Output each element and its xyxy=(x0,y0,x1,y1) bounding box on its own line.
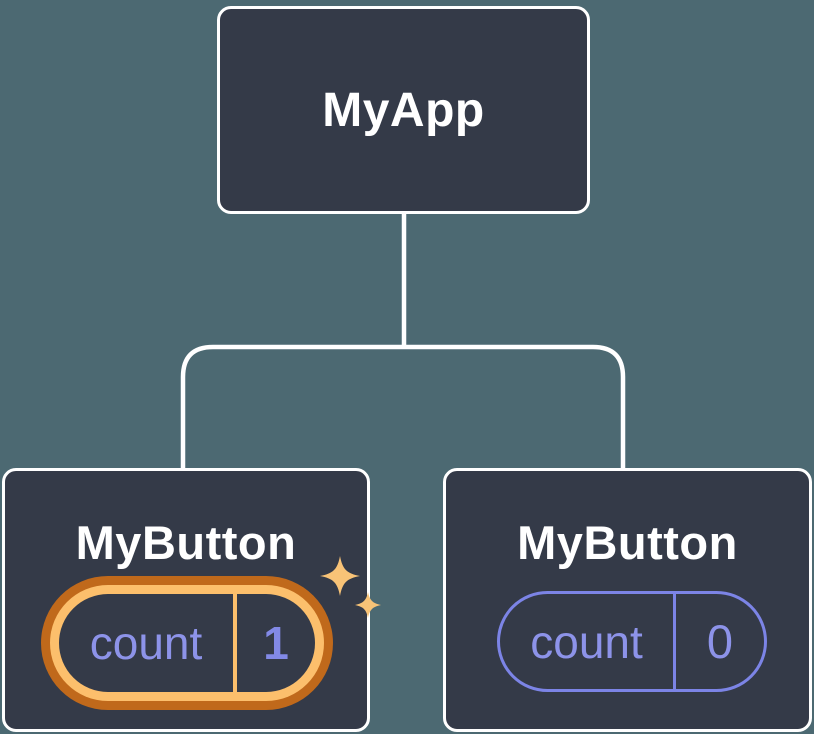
root-node: MyApp xyxy=(217,6,590,214)
node-title: MyButton xyxy=(517,516,738,569)
state-value: 1 xyxy=(263,617,289,669)
state-name: count xyxy=(530,615,643,668)
connector-branch xyxy=(180,344,626,474)
root-node-label: MyApp xyxy=(322,83,485,137)
state-highlight-ring: count 1 xyxy=(41,576,333,710)
sparkle-small xyxy=(355,592,381,618)
state-pill: count 0 xyxy=(497,591,767,692)
state-highlight-ring-inner: count 1 xyxy=(50,585,324,701)
state-pill-divider xyxy=(233,594,237,692)
node-title: MyButton xyxy=(75,516,297,569)
sparkle-icon xyxy=(320,556,381,618)
state-pill: count 1 xyxy=(59,594,315,692)
button-node-plain: MyButton count 0 xyxy=(443,468,812,732)
state-value: 0 xyxy=(706,615,734,668)
state-name: count xyxy=(89,617,203,669)
button-node-highlighted: MyButton count 1 xyxy=(2,468,370,732)
sparkle-large xyxy=(320,556,360,596)
state-pill-divider xyxy=(673,594,676,689)
